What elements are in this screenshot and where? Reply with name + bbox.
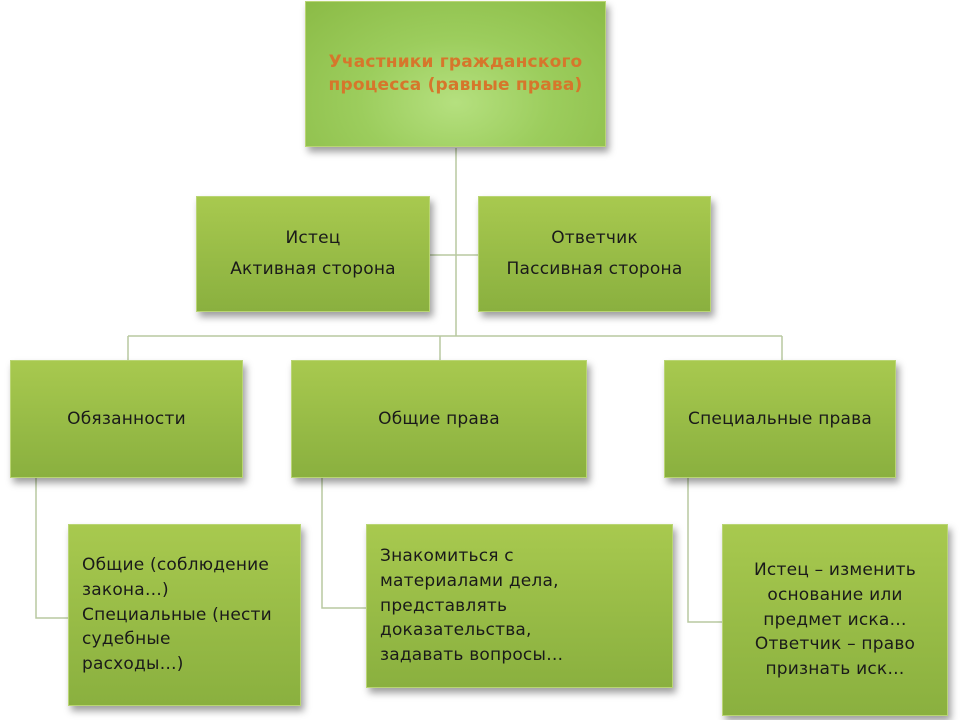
special-rights-detail-line: основание или — [767, 585, 903, 606]
special-rights-detail-line: Ответчик – право — [754, 634, 916, 655]
connector-general-rights-detail — [321, 478, 366, 609]
duties-detail-line: судебные — [82, 629, 171, 650]
special-rights-detail-box: Истец – изменить основание или предмет и… — [722, 524, 948, 716]
connector-duties-detail — [35, 478, 68, 619]
special-rights-detail-line: признать иск… — [765, 658, 905, 679]
duties-detail-line: Специальные (нести — [82, 604, 272, 625]
special-rights-detail-line: предмет иска… — [763, 609, 907, 630]
duties-detail-box: Общие (соблюдение закона…) Специальные (… — [68, 524, 301, 706]
special-rights-detail-line: Истец – изменить — [754, 560, 916, 581]
general-rights-title: Общие права — [378, 408, 500, 429]
root-title-line2: процесса (равные права) — [328, 75, 583, 95]
plaintiff-title: Истец — [285, 228, 341, 249]
general-rights-detail-line: доказательства, — [380, 620, 532, 641]
special-rights-box: Специальные права — [664, 360, 896, 478]
defendant-role: Пассивная сторона — [506, 259, 683, 279]
general-rights-detail-line: Знакомиться с — [380, 546, 514, 567]
general-rights-detail-line: задавать вопросы… — [380, 644, 564, 665]
general-rights-detail-line: представлять — [380, 595, 508, 616]
root-box: Участники гражданского процесса (равные … — [305, 1, 606, 147]
plaintiff-box: Истец Активная сторона — [196, 196, 430, 312]
duties-detail-line: закона…) — [82, 580, 169, 601]
special-rights-title: Специальные права — [688, 408, 872, 429]
duties-box: Обязанности — [10, 360, 243, 478]
root-title-line1: Участники гражданского — [328, 52, 583, 73]
general-rights-detail-box: Знакомиться с материалами дела, представ… — [366, 524, 673, 688]
duties-detail-line: расходы…) — [82, 653, 184, 674]
duties-title: Обязанности — [67, 408, 186, 429]
duties-detail-line: Общие (соблюдение — [82, 555, 270, 576]
defendant-title: Ответчик — [551, 228, 638, 249]
general-rights-box: Общие права — [291, 360, 587, 478]
plaintiff-role: Активная сторона — [230, 259, 396, 279]
general-rights-detail-line: материалами дела, — [380, 571, 559, 592]
connector-special-rights-detail — [687, 478, 722, 623]
defendant-box: Ответчик Пассивная сторона — [478, 196, 711, 312]
